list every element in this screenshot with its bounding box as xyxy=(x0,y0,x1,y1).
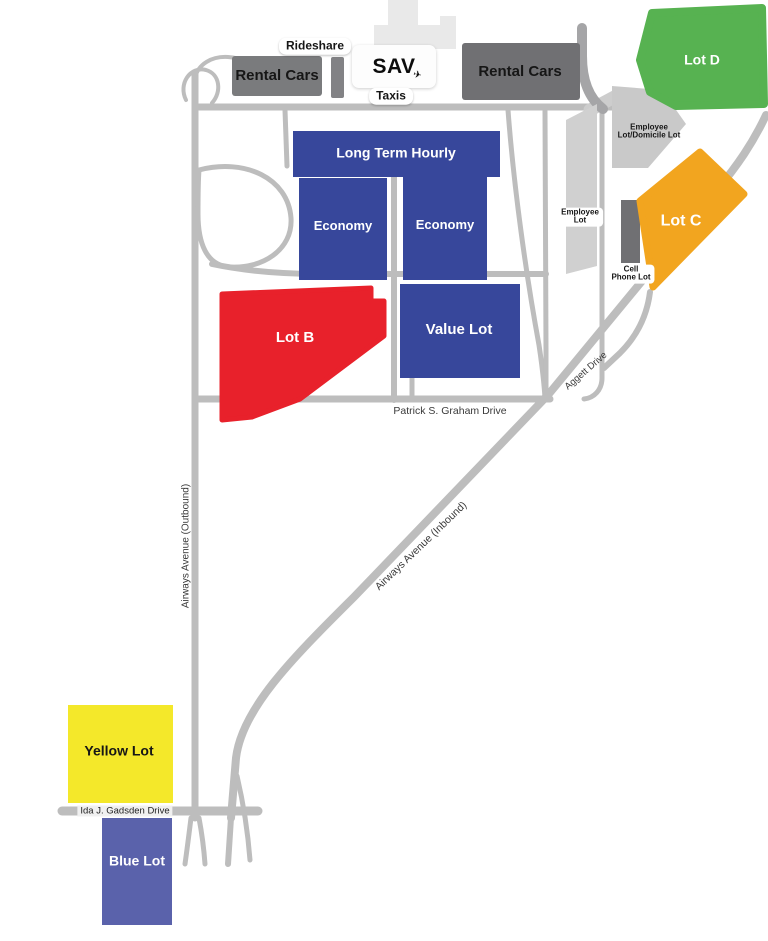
airways-outbound-label: Airways Avenue (Outbound) xyxy=(180,483,192,609)
blue-lot-label: Blue Lot xyxy=(109,852,165,869)
economy-left-shape xyxy=(299,178,387,280)
employee-domicile-lot-shape xyxy=(612,86,686,168)
road-employee-vertical xyxy=(581,104,605,402)
road-small-loop xyxy=(181,67,221,105)
road-right-curve-2 xyxy=(542,107,549,401)
employee-lot-shape xyxy=(566,104,597,274)
gadsden-drive-label: Ida J. Gadsden Drive xyxy=(77,805,173,817)
rideshare-label: Rideshare xyxy=(278,37,352,55)
rideshare-lane xyxy=(331,57,344,98)
rental-cars-right-shape xyxy=(462,43,580,100)
lot-d-label: Lot D xyxy=(684,51,720,68)
rental-cars-left-shape xyxy=(232,56,322,96)
terminal-logo-box: SAV✈ xyxy=(352,45,436,88)
cell-phone-lot-line1: Cell xyxy=(623,264,639,274)
employee-domicile-line1: Employee xyxy=(630,122,668,132)
long-term-hourly-shape xyxy=(293,131,500,177)
lot-d-shape xyxy=(636,4,768,110)
employee-lot-label: Employee Lot xyxy=(557,207,603,227)
cell-phone-lot-line2: Phone Lot xyxy=(611,273,651,282)
cell-phone-lot-shape xyxy=(621,200,640,263)
economy-right-label: Economy xyxy=(415,217,475,233)
road-cell-waiting-loop xyxy=(195,164,294,270)
sav-logo: SAV✈ xyxy=(372,54,423,82)
yellow-lot-label: Yellow Lot xyxy=(84,742,154,759)
employee-domicile-label: Employee Lot/Domicile Lot xyxy=(617,122,681,141)
long-term-hourly-label: Long Term Hourly xyxy=(336,144,456,161)
road-celllot-branch xyxy=(601,289,653,371)
value-lot-label: Value Lot xyxy=(425,321,493,339)
road-right-curve-1 xyxy=(505,107,548,401)
road-inbound-fork xyxy=(234,773,253,863)
cell-phone-lot-label: Cell Phone Lot xyxy=(607,264,655,284)
employee-lot-line2: Lot xyxy=(573,216,587,225)
blue-lot-shape xyxy=(102,818,172,925)
plane-swoosh-icon: ✈ xyxy=(411,68,423,82)
lot-b-shape xyxy=(219,285,387,423)
road-outbound-stub-right xyxy=(196,815,208,867)
rental-cars-left-label: Rental Cars xyxy=(235,67,319,85)
patrick-graham-drive-label: Patrick S. Graham Drive xyxy=(393,405,507,417)
lot-c-label: Lot C xyxy=(660,212,702,230)
lot-b-label: Lot B xyxy=(275,329,315,347)
road-inbound-stub xyxy=(225,815,234,867)
value-lot-shape xyxy=(400,284,520,378)
taxis-label: Taxis xyxy=(369,87,413,105)
economy-right-shape xyxy=(403,177,487,280)
lot-c-shape xyxy=(636,148,748,291)
employee-domicile-line2: Lot/Domicile Lot xyxy=(617,131,681,140)
road-outbound-stub-left xyxy=(182,815,194,867)
economy-left-label: Economy xyxy=(313,218,373,234)
road-longterm-connector xyxy=(282,107,290,169)
road-topright-stub xyxy=(577,23,608,114)
road-aggett-inbound-diagonal xyxy=(227,111,768,822)
employee-lot-line1: Employee xyxy=(561,207,599,217)
yellow-lot-shape xyxy=(68,705,173,803)
rental-cars-right-label: Rental Cars xyxy=(478,63,562,81)
